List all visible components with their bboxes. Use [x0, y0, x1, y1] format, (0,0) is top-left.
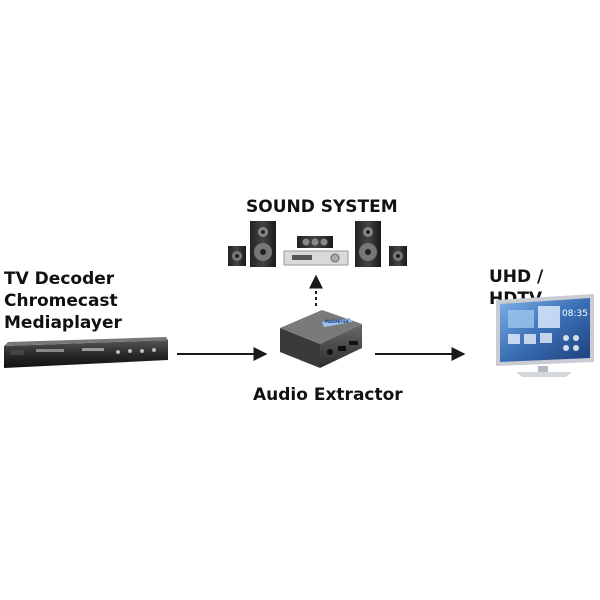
source-device-label: TV Decoder Chromecast Mediaplayer [4, 268, 122, 334]
extractor-brand-text: MARMITEK [325, 319, 350, 324]
source-player-device [4, 337, 168, 368]
uhd-tv-device: 08:35 [496, 294, 594, 377]
source-line-1: TV Decoder [4, 269, 115, 289]
tv-clock-text: 08:35 [562, 309, 588, 319]
sound-system-label: SOUND SYSTEM [246, 197, 398, 217]
source-line-2: Chromecast [4, 291, 118, 311]
sound-system-device [228, 221, 407, 267]
extractor-label: Audio Extractor [253, 385, 403, 405]
source-line-3: Mediaplayer [4, 313, 122, 333]
audio-extractor-device: MARMITEK [280, 310, 362, 368]
